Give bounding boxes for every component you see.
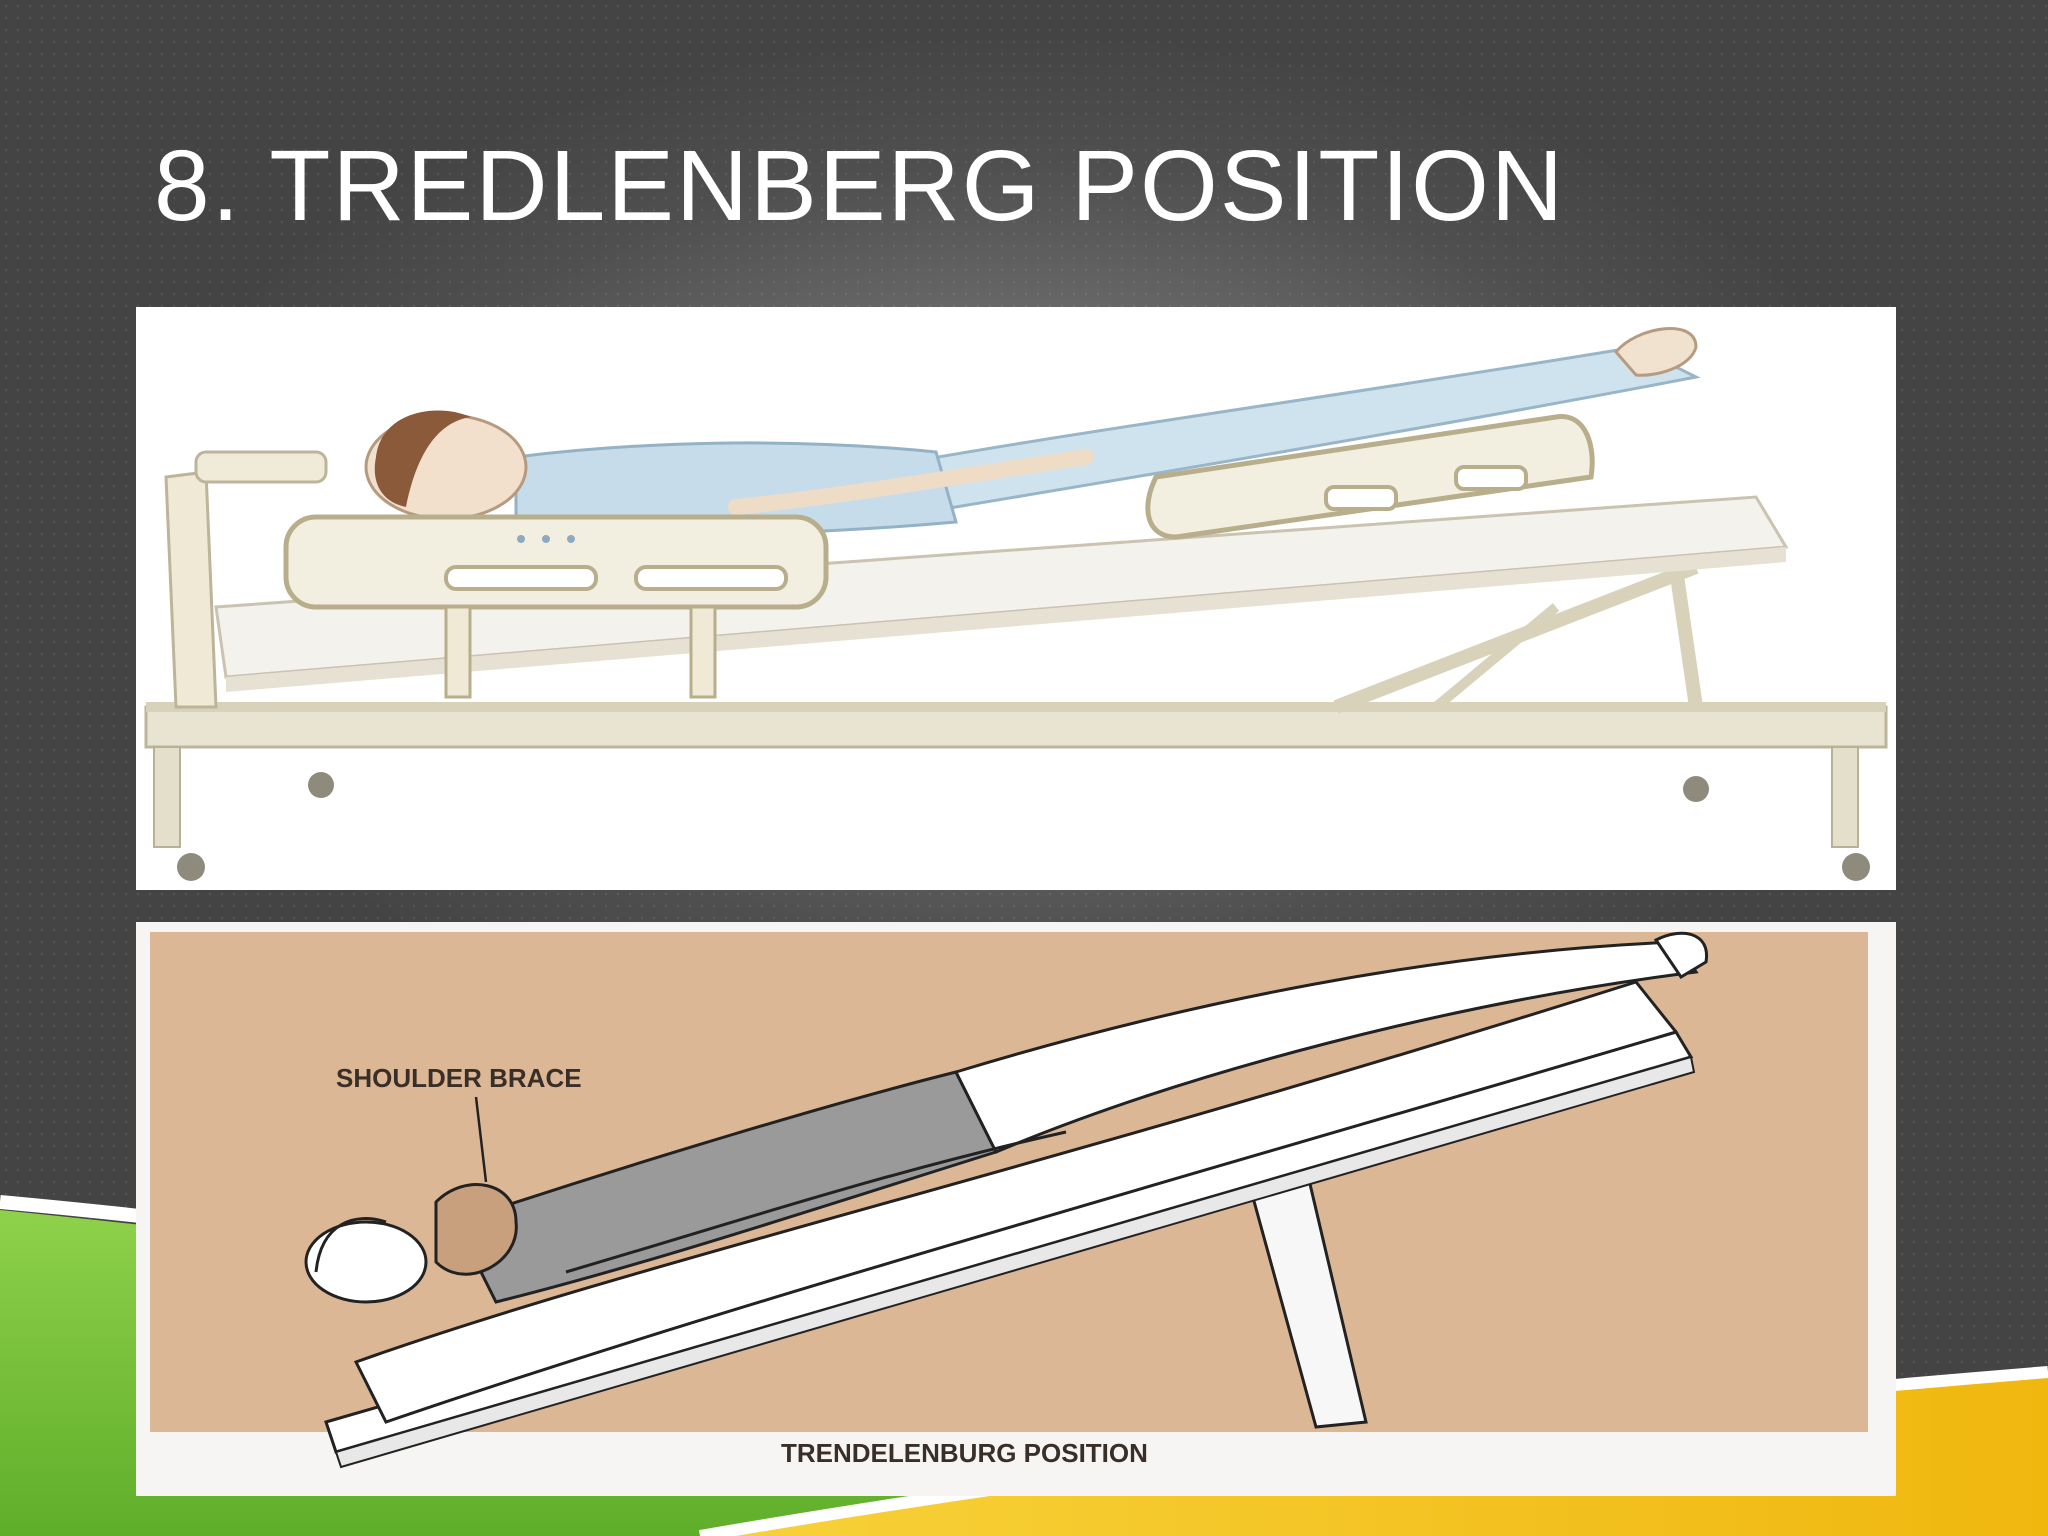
shoulder-brace-label: SHOULDER BRACE bbox=[336, 1063, 582, 1093]
trendelenburg-table-illustration: SHOULDER BRACE TRENDELENBURG POSITION bbox=[136, 922, 1896, 1496]
hospital-bed-illustration bbox=[136, 307, 1896, 890]
figure-caption: TRENDELENBURG POSITION bbox=[781, 1438, 1148, 1468]
trendelenburg-drawing: SHOULDER BRACE TRENDELENBURG POSITION bbox=[136, 922, 1896, 1496]
hospital-bed-drawing bbox=[136, 307, 1896, 890]
slide-title: 8. TREDLENBERG POSITION bbox=[154, 130, 1566, 242]
